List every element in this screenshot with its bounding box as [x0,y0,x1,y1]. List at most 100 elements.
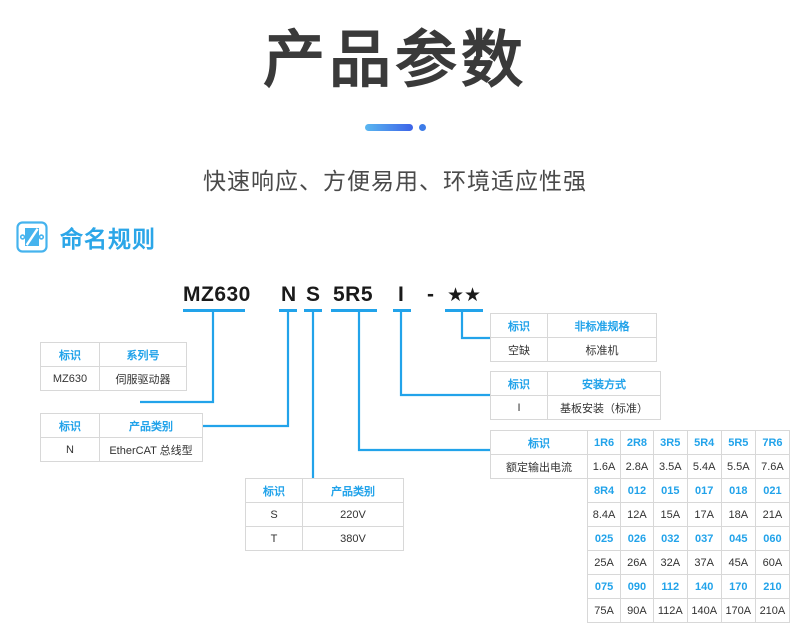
model-segment-nonstandard: ★★ [447,285,482,306]
current-value-3-2: 112A [652,598,688,623]
current-value-1-0: 8.4A [587,502,621,527]
current-value-1-4: 18A [720,502,756,527]
current-code-1-5: 021 [754,478,790,503]
volt-cell-value-s: 220V [302,502,404,527]
volt-header-value: 产品类别 [302,478,404,503]
model-segment-type: N [281,283,297,306]
volt-cell-code-s: S [245,502,303,527]
current-code-3-5: 210 [754,574,790,599]
table-row: 标识 产品类别 [245,478,404,503]
current-spacer-1 [491,479,588,503]
table-row: 025 026 032 037 045 060 [491,526,790,551]
current-value-0-3: 5.4A [686,454,722,479]
current-value-0-0: 1.6A [587,454,621,479]
table-row: 标识 系列号 [40,342,187,367]
type-cell-value: EtherCAT 总线型 [99,437,203,462]
table-row: 25A 26A 32A 37A 45A 60A [491,550,790,575]
volt-cell-value-t: 380V [302,526,404,551]
current-code-2-3: 037 [686,526,722,551]
current-code-2-5: 060 [754,526,790,551]
divider-dot [418,124,426,131]
page-title: 产品参数 [262,26,527,95]
model-segment-dash: - [427,283,435,306]
current-code-0-4: 5R5 [720,430,756,455]
underline-voltage [304,309,322,312]
type-header-code: 标识 [40,413,100,438]
title-divider [0,124,790,131]
table-row: 标识 安装方式 [490,371,661,396]
product-type-table: 标识 产品类别 N EtherCAT 总线型 [40,413,203,462]
current-value-2-4: 45A [720,550,756,575]
table-row: T 380V [245,526,404,551]
volt-cell-code-t: T [245,526,303,551]
current-value-1-2: 15A [652,502,688,527]
current-code-2-0: 025 [587,526,621,551]
current-code-1-3: 017 [686,478,722,503]
current-value-0-4: 5.5A [720,454,756,479]
mounting-table: 标识 安装方式 I 基板安装（标准） [490,371,661,420]
current-spacer-2 [491,503,588,527]
model-segment-mount: I [398,283,405,306]
current-value-3-3: 140A [686,598,722,623]
servo-drive-icon [16,221,48,253]
table-row: 额定输出电流 1.6A 2.8A 3.5A 5.4A 5.5A 7.6A [489,454,790,479]
current-spacer-3 [491,527,588,551]
current-code-3-4: 170 [720,574,756,599]
current-code-1-1: 012 [620,478,654,503]
nonstd-cell-code: 空缺 [490,337,548,362]
current-value-0-2: 3.5A [652,454,688,479]
underline-nonstandard [445,309,483,312]
series-cell-code: MZ630 [40,366,100,391]
current-code-3-3: 140 [686,574,722,599]
current-value-2-0: 25A [587,550,621,575]
underline-mount [393,309,411,312]
nonstd-header-value: 非标准规格 [547,313,657,338]
current-code-3-1: 090 [620,574,654,599]
current-code-0-5: 7R6 [754,430,790,455]
current-code-0-3: 5R4 [686,430,722,455]
section-heading: 命名规则 [16,220,156,254]
volt-header-code: 标识 [245,478,303,503]
mount-header-code: 标识 [490,371,548,396]
series-header-value: 系列号 [99,342,187,367]
table-row: 075 090 112 140 170 210 [491,574,790,599]
model-segment-voltage: S [306,283,321,306]
current-spacer-4 [491,551,588,575]
series-header-code: 标识 [40,342,100,367]
current-spacer-5 [491,575,588,599]
voltage-table: 标识 产品类别 S 220V T 380V [245,478,404,551]
underline-series [183,309,245,312]
current-code-1-0: 8R4 [587,478,621,503]
table-row: 8.4A 12A 15A 17A 18A 21A [491,502,790,527]
divider-bar [364,124,413,131]
table-row: 空缺 标准机 [490,337,657,362]
current-spacer-6 [491,599,588,623]
current-code-2-2: 032 [652,526,688,551]
current-value-2-2: 32A [652,550,688,575]
mount-cell-code: I [490,395,548,420]
current-value-1-1: 12A [620,502,654,527]
current-code-3-2: 112 [652,574,688,599]
current-value-2-5: 60A [754,550,790,575]
current-value-3-4: 170A [720,598,756,623]
current-header-code: 标识 [489,430,589,455]
table-row: 标识 产品类别 [40,413,203,438]
current-code-0-2: 3R5 [652,430,688,455]
section-title: 命名规则 [60,226,156,252]
model-segment-series: MZ630 [183,283,251,306]
current-code-1-4: 018 [720,478,756,503]
underline-current [331,309,377,312]
mount-cell-value: 基板安装（标准） [547,395,661,420]
current-value-0-5: 7.6A [754,454,790,479]
series-table: 标识 系列号 MZ630 伺服驱动器 [40,342,187,391]
current-code-0-1: 2R8 [620,430,654,455]
current-value-0-1: 2.8A [620,454,654,479]
current-value-3-5: 210A [754,598,790,623]
series-cell-value: 伺服驱动器 [99,366,187,391]
current-value-3-0: 75A [587,598,621,623]
table-row: MZ630 伺服驱动器 [40,366,187,391]
rated-current-table: 标识 1R6 2R8 3R5 5R4 5R5 7R6 额定输出电流 1.6A 2… [489,430,790,623]
model-segment-current: 5R5 [333,283,374,306]
current-code-2-4: 045 [720,526,756,551]
